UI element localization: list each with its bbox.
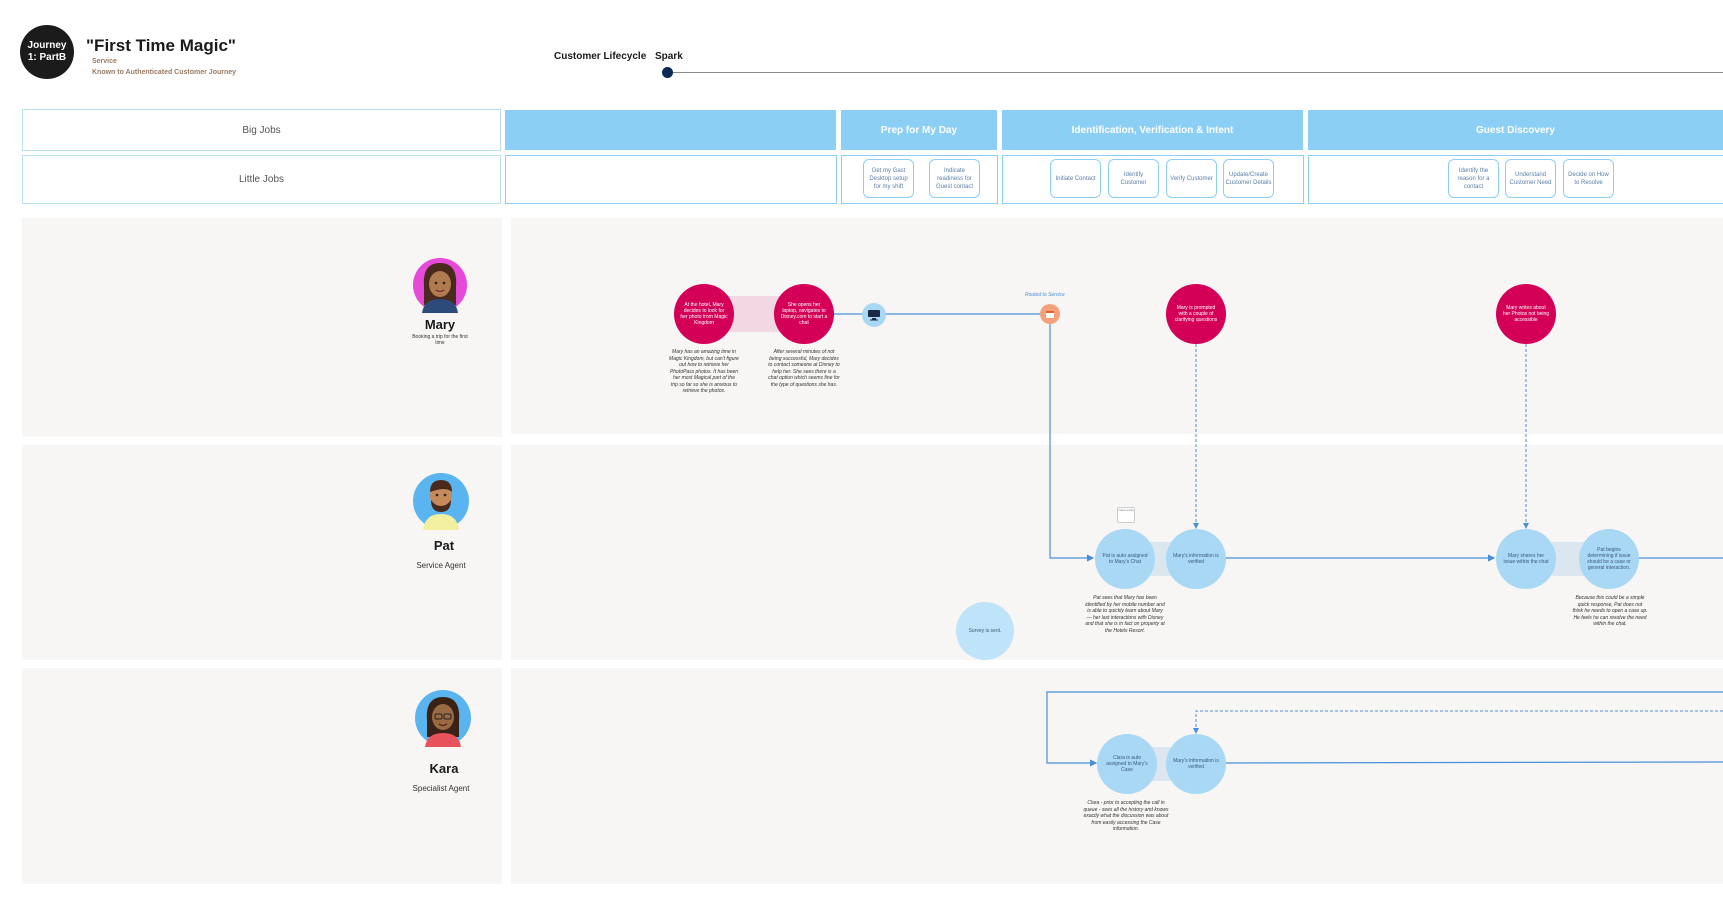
little-job-chip[interactable]: Decide on How to Resolve <box>1563 159 1614 198</box>
kara-dashed-line <box>1193 710 1723 734</box>
kara-return-line <box>1046 691 1723 767</box>
step-node[interactable]: She opens her laptop, navigates to Disne… <box>774 284 834 344</box>
little-job-chip[interactable]: Identify Customer <box>1108 159 1159 198</box>
persona-name-mary: Mary <box>424 317 456 332</box>
lifecycle-stage-label: Spark <box>655 51 683 62</box>
phase-little-jobs-empty <box>505 155 837 204</box>
step-node[interactable]: Mary is prompted with a couple of clarif… <box>1166 284 1226 344</box>
routed-label: Routed to Service <box>1025 292 1065 298</box>
phase-header-discovery: Guest Discovery <box>1308 110 1723 150</box>
persona-name-kara: Kara <box>429 761 459 776</box>
step-node[interactable]: Mary's information is verified <box>1166 734 1226 794</box>
journey-badge: Journey 1: PartB <box>20 25 74 79</box>
step-node[interactable]: Mary writes about her Photos not being a… <box>1496 284 1556 344</box>
desktop-icon[interactable] <box>862 303 886 327</box>
phase-header-prep: Prep for My Day <box>841 110 997 150</box>
lane-mary-persona <box>22 218 502 437</box>
page-subtitle-service: Service <box>92 58 117 65</box>
persona-role-pat: Service Agent <box>416 561 466 570</box>
routed-to-pat-line <box>1049 320 1095 562</box>
intent-tag: Intent entity <box>1117 507 1135 523</box>
step-node[interactable]: Pat begins determining if issue should b… <box>1579 529 1639 589</box>
lifecycle-timeline <box>668 72 1723 73</box>
lifecycle-marker[interactable] <box>662 67 673 78</box>
step-description: Because this could be a simple quick res… <box>1572 595 1648 627</box>
step-node[interactable]: Clara is auto assigned to Mary's Case <box>1097 734 1157 794</box>
little-jobs-label: Little Jobs <box>22 155 501 204</box>
little-job-chip[interactable]: Update/Create Customer Details <box>1223 159 1274 198</box>
phase-header-identification: Identification, Verification & Intent <box>1002 110 1303 150</box>
persona-name-pat: Pat <box>433 538 455 553</box>
page-subtitle-journey: Known to Authenticated Customer Journey <box>92 69 237 76</box>
little-job-chip[interactable]: Get my Gast Desktop setup for my shift <box>863 159 914 198</box>
kara-flow-line <box>1224 761 1723 764</box>
step-node[interactable]: Mary's information is verified <box>1166 529 1226 589</box>
step-description: Mary has an amazing time in Magic Kingdo… <box>669 349 739 394</box>
step-description: After several minutes of not being succe… <box>768 349 840 388</box>
persona-role-kara: Specialist Agent <box>412 784 470 793</box>
step-node[interactable]: Mary shares her issue within the chat <box>1496 529 1556 589</box>
step-description: Pat sees that Mary has been identified b… <box>1085 595 1165 634</box>
avatar-kara <box>414 689 472 747</box>
little-job-chip[interactable]: Identify the reason for a contact <box>1448 159 1499 198</box>
step-node[interactable]: Pat is auto assigned to Mary's Chat <box>1095 529 1155 589</box>
step-node[interactable]: Survey is sent. <box>956 602 1014 660</box>
avatar-pat <box>412 472 470 530</box>
big-jobs-label: Big Jobs <box>22 109 501 151</box>
phase-header-empty <box>505 110 836 150</box>
little-job-chip[interactable]: Verify Customer <box>1166 159 1217 198</box>
little-job-chip[interactable]: Indicate readiness for Guest contact <box>929 159 980 198</box>
routing-icon[interactable] <box>1040 304 1060 324</box>
avatar-mary <box>412 257 468 313</box>
little-job-chip[interactable]: Understand Customer Need <box>1505 159 1556 198</box>
step-description: Clara - prior to accepting the call in q… <box>1083 800 1169 832</box>
step-node[interactable]: At the hotel, Mary decides to look for h… <box>674 284 734 344</box>
little-job-chip[interactable]: Initiate Contact <box>1050 159 1101 198</box>
page-title: "First Time Magic" <box>86 36 236 55</box>
lifecycle-label: Customer Lifecycle <box>554 51 647 62</box>
persona-note-mary: Booking a trip for the first time <box>412 334 468 346</box>
